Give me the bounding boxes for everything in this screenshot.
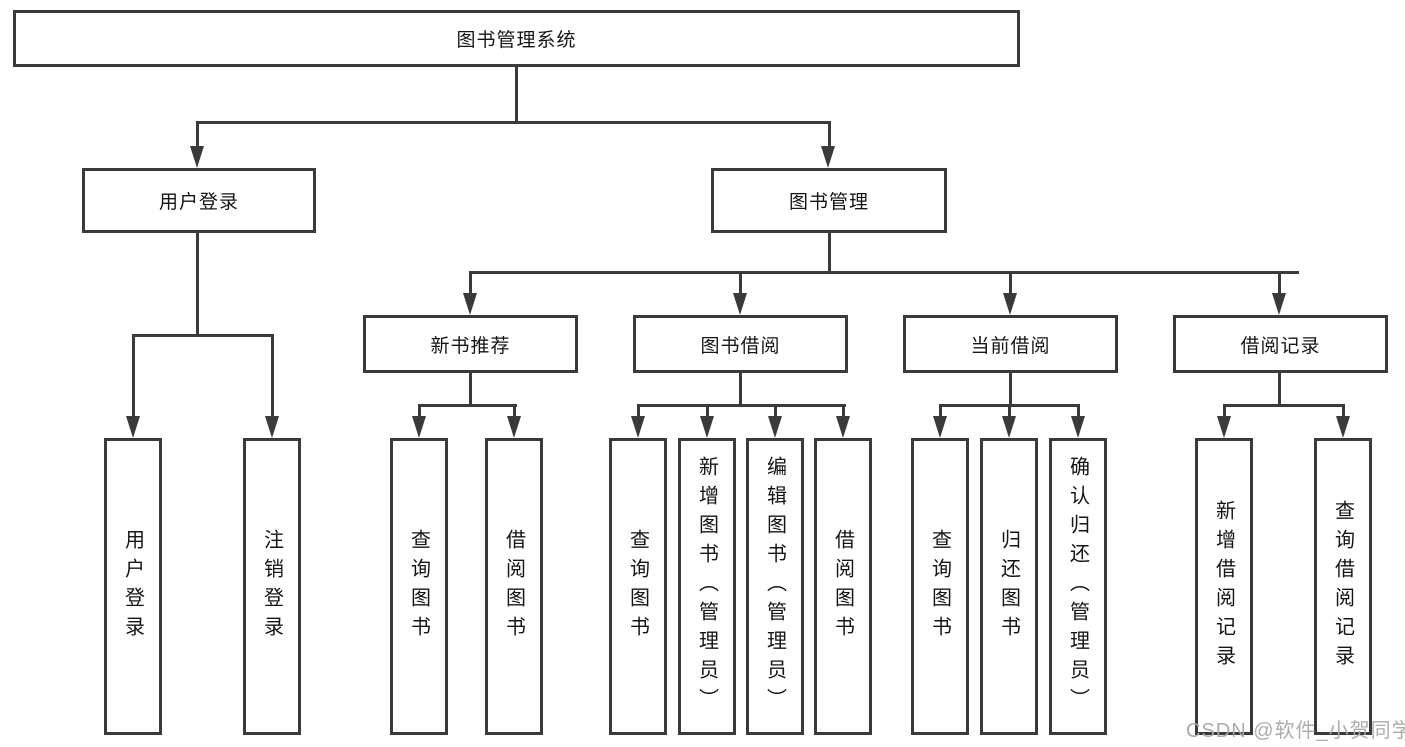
line-segment [196,121,199,150]
line-segment [739,373,742,407]
node-borrow-records: 借阅记录 [1173,315,1388,373]
arrowhead-down [126,416,140,438]
arrowhead-down [1071,416,1085,438]
line-segment [637,404,846,407]
arrowhead-down [1336,416,1350,438]
line-segment [774,404,777,418]
csdn-watermark: CSDN @软件_小贺同学 [1186,720,1405,742]
arrowhead-down [631,416,645,438]
arrowhead-down [1003,293,1017,315]
line-segment [828,233,831,274]
leaf-edit-book-admin: 编辑图书（管理员） [746,438,804,735]
arrowhead-down [412,416,426,438]
leaf-user-login: 用户登录 [104,438,162,735]
arrowhead-down [700,416,714,438]
arrowhead-down [507,416,521,438]
line-segment [132,334,274,337]
line-segment [196,121,831,124]
arrowhead-down [463,293,477,315]
leaf-logout: 注销登录 [243,438,301,735]
line-segment [939,404,942,418]
line-segment [469,271,472,295]
line-segment [1278,271,1281,295]
leaf-query-books-current: 查询图书 [911,438,969,735]
node-user-login: 用户登录 [82,168,316,233]
node-book-borrow: 图书借阅 [633,315,848,373]
node-book-management: 图书管理 [711,168,947,233]
leaf-query-borrow-record: 查询借阅记录 [1314,438,1372,735]
leaf-add-borrow-record: 新增借阅记录 [1195,438,1253,735]
line-segment [706,404,709,418]
line-segment [513,404,516,418]
line-segment [842,404,845,418]
arrowhead-down [933,416,947,438]
arrowhead-down [821,146,835,168]
leaf-borrow-books-borrow: 借阅图书 [814,438,872,735]
arrowhead-down [265,416,279,438]
line-segment [132,334,135,418]
leaf-query-books-recommend: 查询图书 [390,438,448,735]
line-segment [1009,373,1012,407]
leaf-confirm-return-admin: 确认归还（管理员） [1049,438,1107,735]
arrowhead-down [1272,293,1286,315]
node-new-book-recommend: 新书推荐 [363,315,578,373]
arrowhead-down [190,146,204,168]
leaf-return-book: 归还图书 [980,438,1038,735]
line-segment [1223,404,1345,407]
line-segment [469,271,1299,274]
line-segment [828,121,831,150]
line-segment [1223,404,1226,418]
line-segment [637,404,640,418]
line-segment [469,373,472,407]
arrowhead-down [768,416,782,438]
node-current-borrow: 当前借阅 [903,315,1118,373]
arrowhead-down [836,416,850,438]
arrowhead-down [1002,416,1016,438]
line-segment [196,233,199,336]
line-segment [1342,404,1345,418]
line-segment [1009,271,1012,295]
line-segment [418,404,421,418]
leaf-borrow-books-recommend: 借阅图书 [485,438,543,735]
line-segment [515,67,518,124]
line-segment [1077,404,1080,418]
leaf-query-books-borrow: 查询图书 [609,438,667,735]
line-segment [1008,404,1011,418]
arrowhead-down [1217,416,1231,438]
line-segment [739,271,742,295]
line-segment [1278,373,1281,407]
line-segment [418,404,517,407]
line-segment [271,334,274,418]
node-system-root: 图书管理系统 [13,10,1020,67]
leaf-add-book-admin: 新增图书（管理员） [678,438,736,735]
arrowhead-down [733,293,747,315]
